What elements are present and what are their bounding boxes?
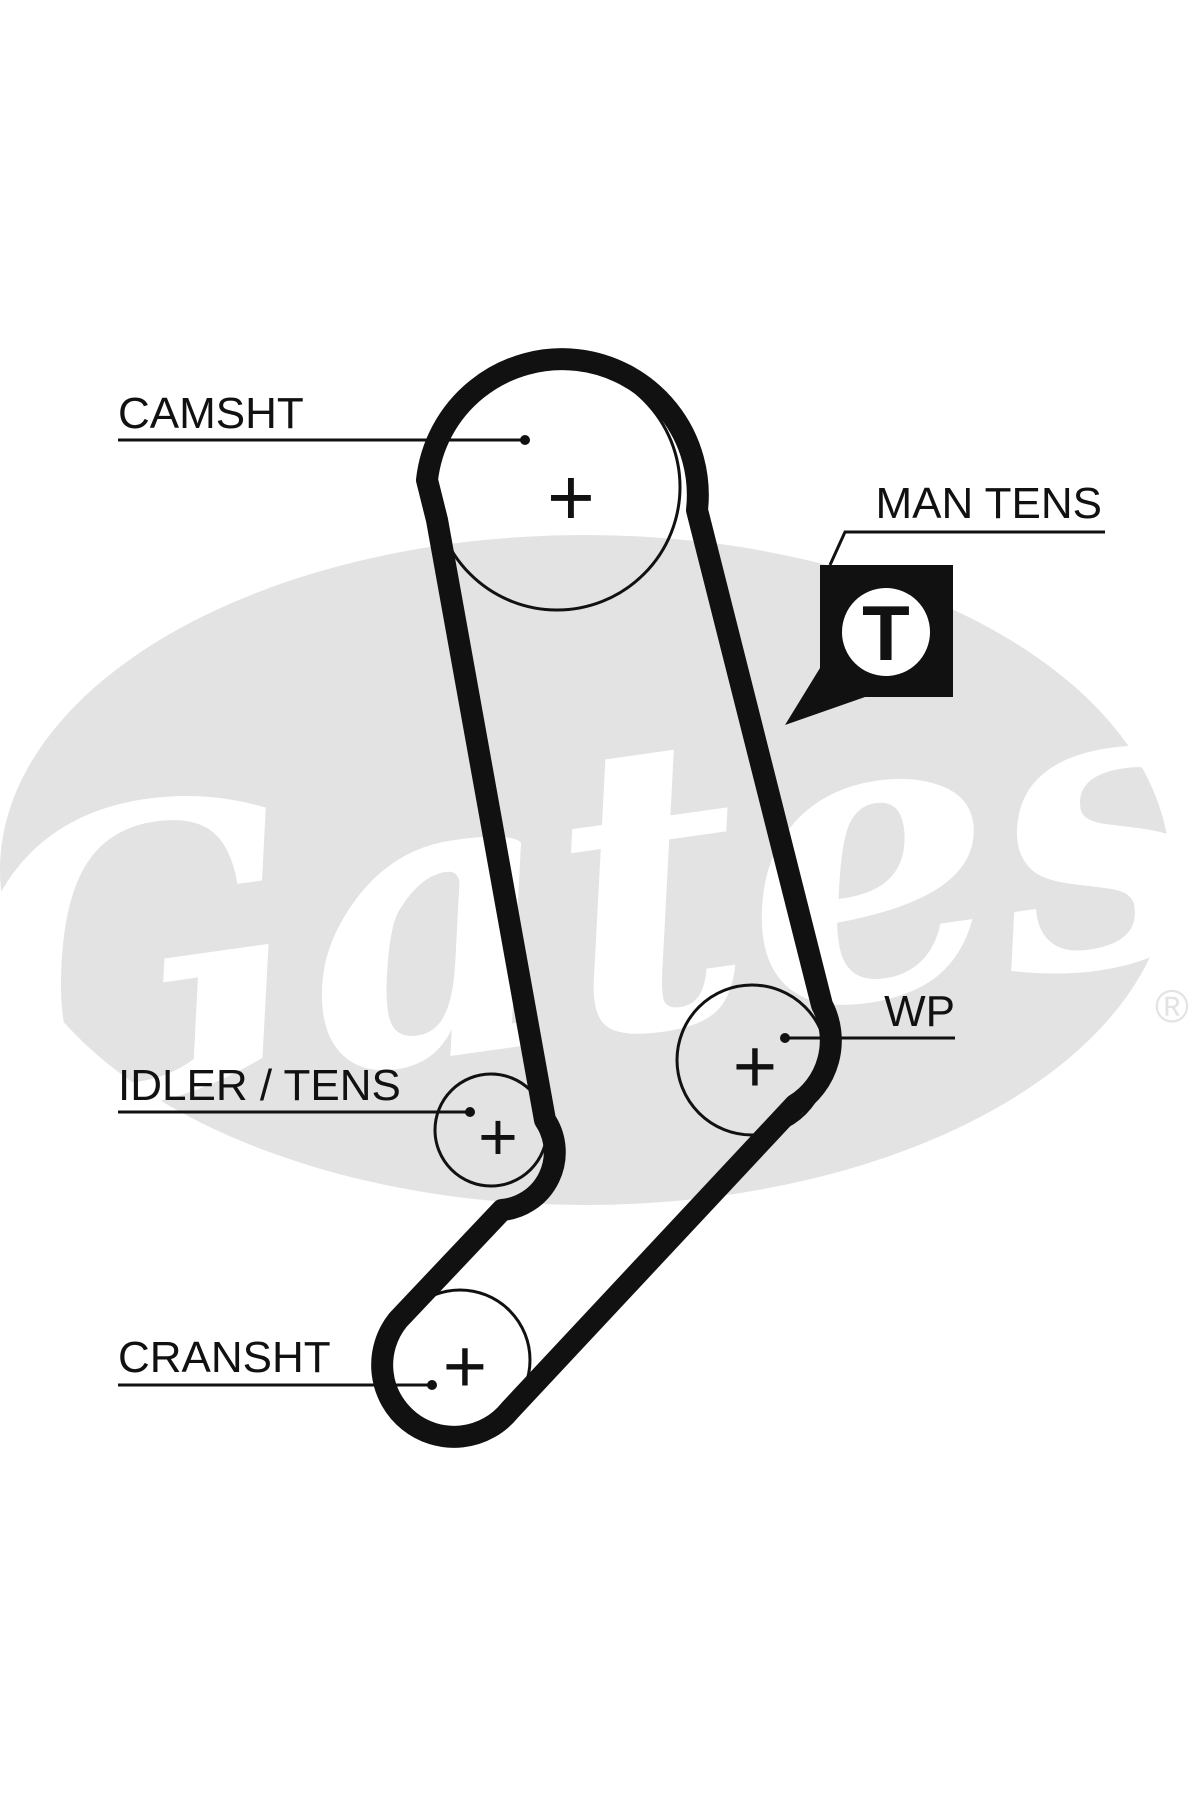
registered-mark: ® [1155,980,1189,1032]
camshaft-pulley: + [432,362,682,612]
tensioner-symbol-circle [842,588,930,676]
crankshaft-center-mark: + [443,1324,487,1409]
camshaft-label: CAMSHT [118,389,304,438]
man-tens-label: MAN TENS [875,479,1102,528]
water-pump-center-mark: + [733,1024,777,1109]
camshaft-leader-dot [520,435,530,445]
wp-label: WP [884,987,955,1036]
idler-tensioner-center-mark: + [478,1099,518,1175]
belt-path [371,348,842,1448]
cranshaft-leader-dot [427,1380,437,1390]
man-tens-leader-line [828,530,1105,566]
idler-tens-leader-dot [465,1107,475,1117]
wp-leader-dot [780,1033,790,1043]
water-pump-pulley: + [675,983,829,1137]
component-labels: CAMSHT MAN TENS WP IDLER / TENS CRANSHT [118,389,1102,1382]
crankshaft-pulley-circle [388,1288,532,1432]
manual-tensioner-marker: T [785,565,953,725]
leader-dots [427,435,790,1390]
idler-tensioner-pulley: + [433,1072,549,1188]
camshaft-center-mark: + [547,452,595,543]
crankshaft-pulley: + [388,1288,532,1432]
cranshaft-label: CRANSHT [118,1333,331,1382]
timing-belt [371,348,842,1448]
tensioner-symbol-icon: T [862,589,910,677]
water-pump-pulley-circle [675,983,829,1137]
leader-lines [118,438,1105,1387]
camshaft-pulley-circle [432,362,682,612]
gates-logo-watermark: Gates ® [0,535,1200,1216]
idler-tensioner-pulley-circle [433,1072,549,1188]
idler-tens-label: IDLER / TENS [118,1061,401,1110]
